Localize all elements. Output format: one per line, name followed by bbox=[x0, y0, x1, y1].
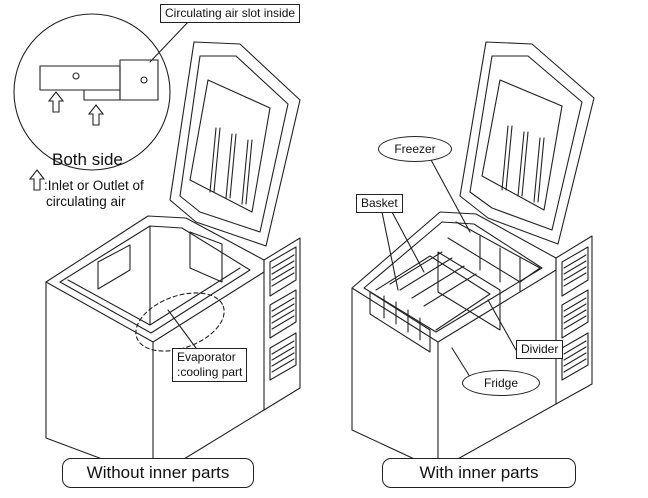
evaporator-line1: Evaporator bbox=[177, 350, 236, 364]
up-arrow-icon bbox=[47, 91, 65, 113]
right-fridge-illustration bbox=[351, 41, 595, 471]
up-arrow-icon bbox=[28, 169, 46, 191]
caption-with-inner-parts: With inner parts bbox=[382, 458, 576, 488]
circulating-slot-label: Circulating air slot inside bbox=[160, 4, 301, 23]
both-side-label: Both side bbox=[52, 150, 123, 169]
caption-without-inner-parts: Without inner parts bbox=[62, 458, 254, 488]
legend-line2: circulating air bbox=[46, 194, 126, 209]
basket-label: Basket bbox=[356, 194, 403, 213]
up-arrow-icon bbox=[87, 104, 105, 126]
freezer-label: Freezer bbox=[378, 136, 452, 162]
evaporator-line2: :cooling part bbox=[177, 365, 243, 379]
divider-label: Divider bbox=[516, 340, 564, 359]
legend-line1: :Inlet or Outlet of bbox=[44, 178, 144, 193]
left-fridge-illustration bbox=[13, 13, 301, 479]
fridge-label: Fridge bbox=[462, 370, 540, 396]
evaporator-label: Evaporator :cooling part bbox=[172, 348, 248, 382]
